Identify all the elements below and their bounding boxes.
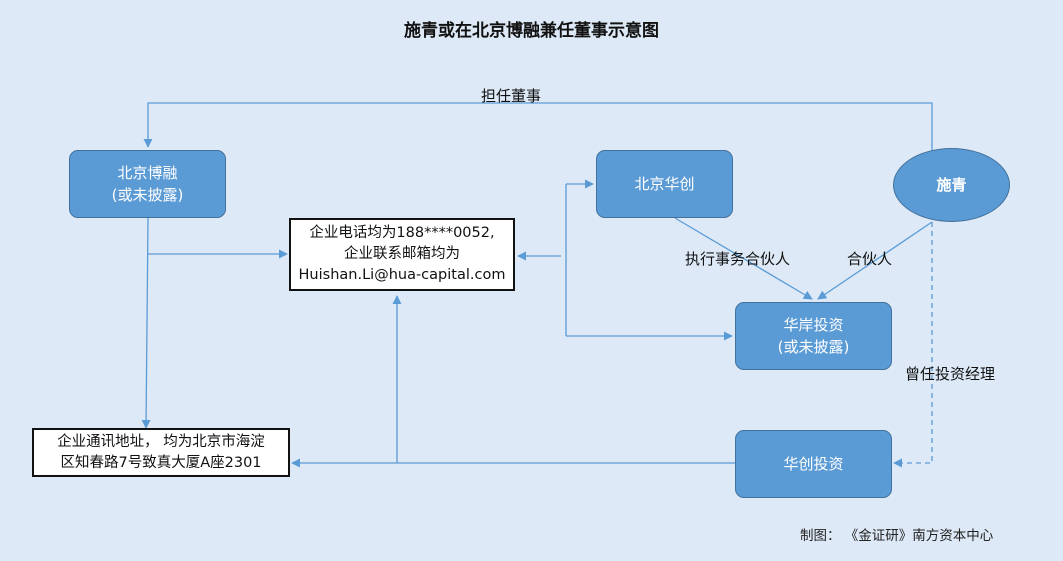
node-beijing-borong-note: (或未披露) <box>111 186 184 204</box>
node-huachuang-investment: 华创投资 <box>735 430 892 498</box>
credit-caption: 制图： 《金证研》南方资本中心 <box>800 528 994 544</box>
edge-label-former-manager: 曾任投资经理 <box>905 365 996 383</box>
contact-email-label: 企业联系邮箱均为 <box>344 246 460 262</box>
edge-former-manager <box>893 222 933 468</box>
edge-partner <box>817 221 933 300</box>
node-shi-qing: 施青 <box>893 148 1010 222</box>
node-beijing-borong: 北京博融 (或未披露) <box>69 150 226 218</box>
diagram-title: 施青或在北京博融兼任董事示意图 <box>404 21 659 41</box>
edge-director <box>143 102 933 165</box>
contact-email: Huishan.Li@hua-capital.com <box>298 267 506 283</box>
contact-phone: 企业电话均为188****0052, <box>309 225 495 241</box>
node-shi-qing-label: 施青 <box>936 176 967 194</box>
node-huaan-investment-label: 华岸投资 <box>783 316 844 334</box>
edge-label-partner: 合伙人 <box>847 250 893 268</box>
node-beijing-huachuang-label: 北京华创 <box>634 175 695 193</box>
node-huaan-investment-note: (或未披露) <box>777 338 850 356</box>
node-huachuang-investment-label: 华创投资 <box>783 455 844 473</box>
node-huaan-investment: 华岸投资 (或未披露) <box>735 302 892 370</box>
edge-exec-partner <box>674 217 813 300</box>
contact-info-box: 企业电话均为188****0052, 企业联系邮箱均为 Huishan.Li@h… <box>289 218 515 291</box>
address-line-2: 区知春路7号致真大厦A座2301 <box>60 454 262 471</box>
address-line-1: 企业通讯地址， 均为北京市海淀 <box>57 433 265 450</box>
node-beijing-huachuang: 北京华创 <box>596 150 733 218</box>
edge-label-director: 担任董事 <box>481 87 542 105</box>
edge-bjbr-address <box>141 217 151 429</box>
node-beijing-borong-label: 北京博融 <box>117 164 178 182</box>
address-box: 企业通讯地址， 均为北京市海淀 区知春路7号致真大厦A座2301 <box>32 428 290 477</box>
edge-label-exec-partner: 执行事务合伙人 <box>685 250 791 268</box>
